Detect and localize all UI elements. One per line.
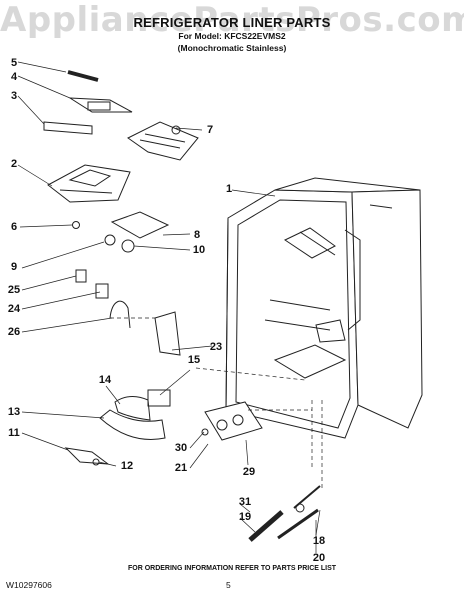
page-title: REFRIGERATOR LINER PARTS xyxy=(133,15,331,30)
callout-19: 19 xyxy=(238,511,252,523)
switch-bar xyxy=(68,97,133,113)
screw xyxy=(72,221,80,229)
callout-13: 13 xyxy=(7,406,21,418)
cover-assembly xyxy=(99,389,171,440)
liner-assembly xyxy=(225,177,423,439)
callout-26: 26 xyxy=(7,326,21,338)
callout-4: 4 xyxy=(10,71,18,83)
callout-31: 31 xyxy=(238,496,252,508)
callout-3: 3 xyxy=(10,90,18,102)
holder xyxy=(121,239,135,253)
rod xyxy=(67,70,99,82)
ordering-note: FOR ORDERING INFORMATION REFER TO PARTS … xyxy=(127,565,337,572)
callout-1: 1 xyxy=(225,183,233,195)
thermistor xyxy=(201,428,209,436)
callout-20: 20 xyxy=(312,552,326,564)
callout-29: 29 xyxy=(242,466,256,478)
switch xyxy=(75,269,87,283)
callout-24: 24 xyxy=(7,303,21,315)
page-number: 5 xyxy=(226,580,231,590)
switch-housing xyxy=(95,283,109,299)
callout-18: 18 xyxy=(312,535,326,547)
socket xyxy=(110,211,170,239)
light-bar xyxy=(43,121,93,135)
watermark: AppliancePartsPros.com xyxy=(0,0,464,40)
callout-5: 5 xyxy=(10,57,18,69)
bracket xyxy=(154,311,181,356)
grille xyxy=(127,121,199,161)
leader-lines xyxy=(17,61,321,553)
callout-7: 7 xyxy=(206,124,214,136)
callout-15: 15 xyxy=(187,354,201,366)
callout-12: 12 xyxy=(120,460,134,472)
document-number: W10297606 xyxy=(6,580,52,590)
lens xyxy=(64,447,110,465)
callout-6: 6 xyxy=(10,221,18,233)
bulb xyxy=(104,234,116,246)
callout-25: 25 xyxy=(7,284,21,296)
callout-21: 21 xyxy=(174,462,188,474)
callout-14: 14 xyxy=(98,374,112,386)
callout-10: 10 xyxy=(192,244,206,256)
callout-8: 8 xyxy=(193,229,201,241)
callout-9: 9 xyxy=(10,261,18,273)
tube-assembly xyxy=(248,485,321,542)
callout-30: 30 xyxy=(174,442,188,454)
variant-line: (Monochromatic Stainless) xyxy=(177,43,287,53)
housing-plate xyxy=(47,164,131,203)
dashed-lines xyxy=(110,317,323,490)
callout-11: 11 xyxy=(8,427,20,439)
model-line: For Model: KFCS22EVMS2 xyxy=(178,31,286,41)
damper xyxy=(204,401,263,441)
callout-2: 2 xyxy=(10,158,18,170)
hose xyxy=(109,300,131,329)
callout-23: 23 xyxy=(209,341,223,353)
